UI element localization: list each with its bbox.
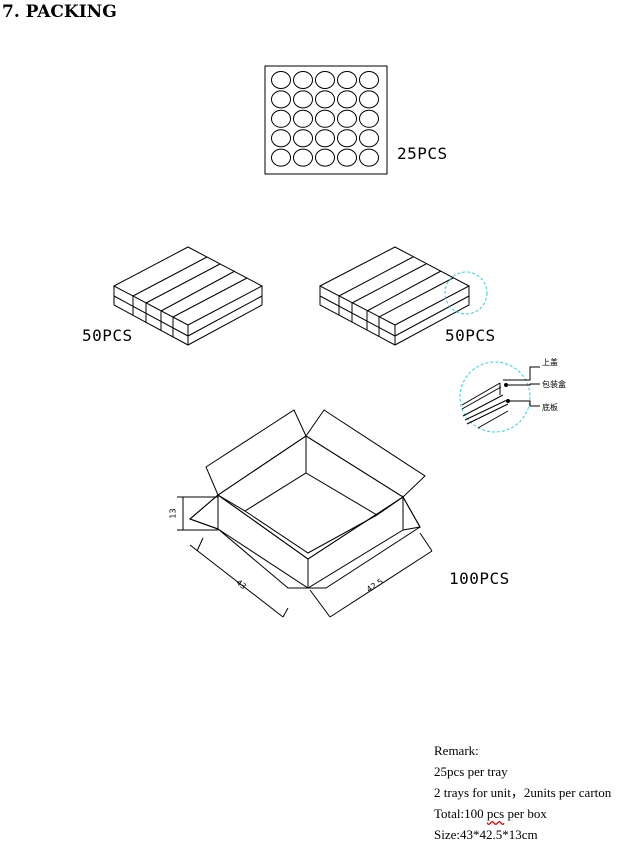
tray-outline <box>264 65 388 175</box>
tray-cell <box>315 129 335 148</box>
detail-view <box>459 361 540 433</box>
unit-left-qty-label: 50PCS <box>82 326 133 345</box>
unit-box-right <box>318 246 471 346</box>
tray-cell <box>293 90 313 109</box>
callout-circle-small <box>444 271 488 315</box>
tray-cell <box>315 148 335 167</box>
tray-cell <box>271 71 291 89</box>
tray-cell <box>293 148 313 167</box>
detail-circle <box>459 361 531 433</box>
tray-cell <box>315 71 335 89</box>
tray-cell <box>359 109 379 128</box>
tray-cell <box>315 90 335 109</box>
tray-cell <box>359 90 379 109</box>
tray-cell <box>337 90 357 109</box>
tray-cell <box>337 109 357 128</box>
tray-qty-label: 25PCS <box>397 144 448 163</box>
tray-cells <box>271 71 379 167</box>
unit-box-left <box>112 246 264 346</box>
spellcheck-marked-word: pcs <box>486 806 505 821</box>
tray-cell <box>359 129 379 148</box>
tray-drawing <box>264 65 388 175</box>
remark-line-2: 2 trays for unit，2units per carton <box>434 785 612 800</box>
tray-cell <box>271 90 291 109</box>
callout-base: 底板 <box>542 403 558 412</box>
tray-cell <box>315 109 335 128</box>
tray-cell <box>271 129 291 148</box>
carton-drawing <box>177 409 433 618</box>
remarks-block: Remark: 25pcs per tray 2 trays for unit，… <box>434 740 611 845</box>
section-title: 7. PACKING <box>2 2 117 22</box>
remark-heading: Remark: <box>434 743 479 758</box>
tray-cell <box>293 71 313 89</box>
tray-cell <box>337 129 357 148</box>
tray-cell <box>337 71 357 89</box>
remark-line-1: 25pcs per tray <box>434 764 508 779</box>
carton-opening <box>217 435 404 560</box>
tray-cell <box>271 148 291 167</box>
carton-qty-label: 100PCS <box>449 569 510 588</box>
unit-right-qty-label: 50PCS <box>445 326 496 345</box>
remark-line-3: Total:100 pcs per box <box>434 806 547 821</box>
tray-cell <box>293 109 313 128</box>
tray-cell <box>293 129 313 148</box>
remark-line-4: Size:43*42.5*13cm <box>434 827 538 842</box>
tray-cell <box>359 71 379 89</box>
dim-height: 13 <box>168 508 178 519</box>
tray-cell <box>359 148 379 167</box>
callout-top-lid: 上盖 <box>542 358 558 367</box>
tray-cell <box>337 148 357 167</box>
callout-box: 包装盒 <box>542 380 566 389</box>
unit-left-top <box>112 246 264 326</box>
tray-cell <box>271 109 291 128</box>
